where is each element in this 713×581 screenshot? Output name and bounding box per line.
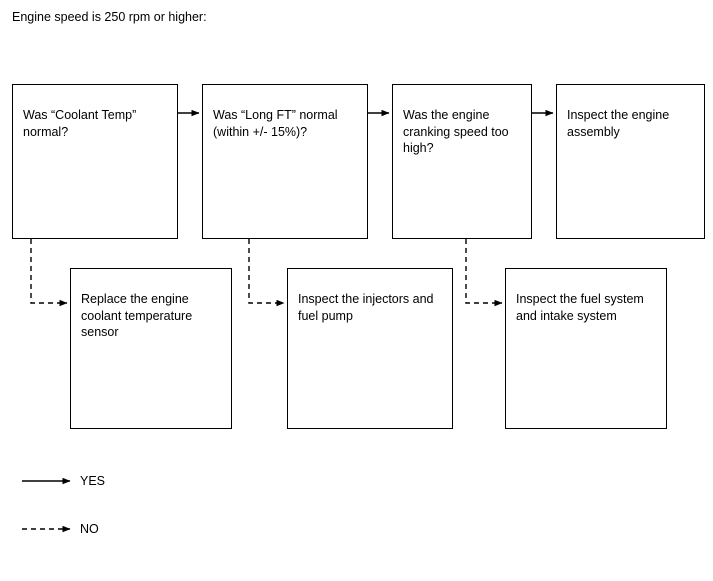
node-action-inspect-fuel-intake-label: Inspect the fuel system and intake syste…: [516, 292, 644, 323]
node-question-cranking-speed-label: Was the engine cranking speed too high?: [403, 108, 509, 155]
node-action-inspect-engine-assembly-label: Inspect the engine assembly: [567, 108, 670, 139]
edge-no-q1-a1: [30, 239, 68, 307]
node-action-inspect-engine-assembly[interactable]: Inspect the engine assembly: [556, 84, 705, 239]
edge-no-q3-a3: [465, 239, 503, 307]
node-action-inspect-injectors-label: Inspect the injectors and fuel pump: [298, 292, 434, 323]
node-question-coolant-temp[interactable]: Was “Coolant Temp” normal?: [12, 84, 178, 239]
edge-no-q2-a2: [248, 239, 285, 307]
node-question-cranking-speed[interactable]: Was the engine cranking speed too high?: [392, 84, 532, 239]
node-action-replace-coolant-sensor[interactable]: Replace the engine coolant temperature s…: [70, 268, 232, 429]
page-title: Engine speed is 250 rpm or higher:: [12, 10, 207, 24]
node-question-coolant-temp-label: Was “Coolant Temp” normal?: [23, 108, 137, 139]
node-action-inspect-fuel-intake[interactable]: Inspect the fuel system and intake syste…: [505, 268, 667, 429]
legend-label-yes: YES: [80, 474, 106, 488]
node-question-long-ft-label: Was “Long FT” normal (within +/- 15%)?: [213, 108, 338, 139]
legend-label-no: NO: [80, 522, 99, 536]
node-action-replace-coolant-sensor-label: Replace the engine coolant temperature s…: [81, 292, 193, 339]
node-action-inspect-injectors[interactable]: Inspect the injectors and fuel pump: [287, 268, 453, 429]
node-question-long-ft[interactable]: Was “Long FT” normal (within +/- 15%)?: [202, 84, 368, 239]
